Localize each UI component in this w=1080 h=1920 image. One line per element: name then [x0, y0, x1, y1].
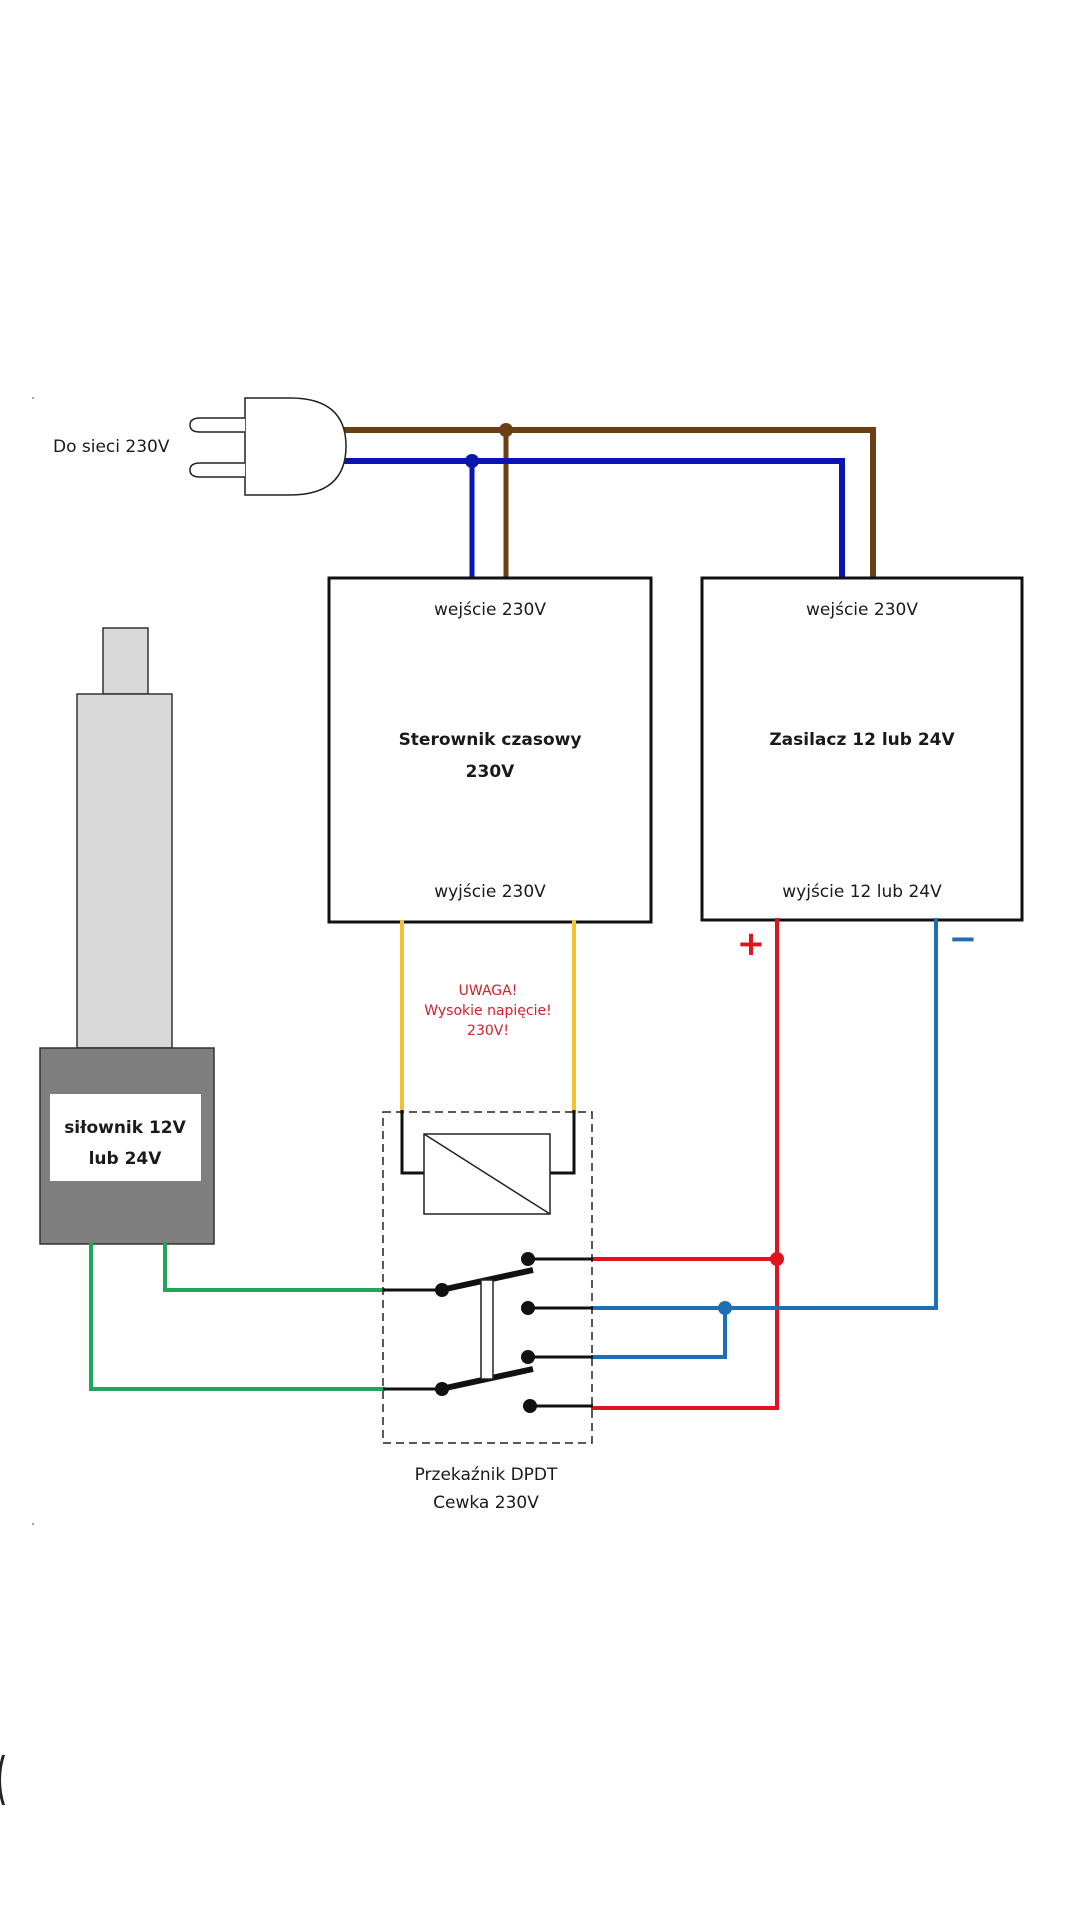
psu-input-label: wejście 230V — [806, 600, 918, 620]
no-contact-1 — [521, 1252, 535, 1266]
nc-contact-2 — [523, 1399, 537, 1413]
warning-line1: UWAGA! — [459, 983, 518, 999]
motor-wire-1 — [163, 1242, 385, 1292]
relay-dashed-outline — [382, 1111, 593, 1444]
mechanical-link — [480, 1279, 494, 1380]
timer-input-label: wejście 230V — [434, 600, 546, 620]
negative-wire-blue-branch — [591, 1306, 727, 1359]
plug-label: Do sieci 230V — [53, 437, 170, 457]
warning-line2: Wysokie napięcie! — [424, 1003, 551, 1019]
relay-label-line1: Przekaźnik DPDT — [415, 1465, 558, 1485]
relay-label-line2: Cewka 230V — [433, 1493, 539, 1513]
live-wire-brown — [340, 427, 876, 581]
live-junction — [499, 423, 513, 437]
psu-title: Zasilacz 12 lub 24V — [769, 730, 955, 750]
actuator-label-line2: lub 24V — [89, 1149, 163, 1169]
mains-wires — [340, 423, 876, 581]
edge-bracket-icon — [0, 1755, 5, 1805]
actuator: siłownik 12V lub 24V — [39, 627, 215, 1245]
psu-output-label: wyjście 12 lub 24V — [782, 882, 942, 902]
edge-dot-top — [32, 397, 34, 399]
mains-plug-icon — [189, 397, 347, 496]
power-supply-box — [700, 576, 1024, 922]
coil-lead-right — [550, 1110, 576, 1175]
warning-line3: 230V! — [467, 1023, 509, 1039]
minus-symbol: − — [949, 919, 978, 959]
timer-output-label: wyjście 230V — [434, 882, 546, 902]
neutral-wire-blue — [340, 458, 845, 581]
motor-wire-2 — [89, 1242, 385, 1391]
actuator-label-line1: siłownik 12V — [64, 1118, 186, 1138]
relay — [382, 1110, 593, 1444]
actuator-label-plate — [50, 1094, 201, 1181]
motor-wires — [89, 1242, 385, 1391]
timer-title-line2: 230V — [466, 762, 515, 782]
actuator-rod — [76, 693, 173, 1049]
nc-contact-1 — [521, 1301, 535, 1315]
common-contact-2 — [435, 1382, 449, 1396]
coil-lead-left — [400, 1110, 424, 1175]
timer-controller-box — [327, 576, 653, 924]
timer-controller: wejście 230V Sterownik czasowy 230V wyjś… — [327, 576, 653, 924]
relay-coil-icon — [423, 1133, 551, 1215]
coil-wires — [400, 920, 576, 1114]
no-contact-2 — [521, 1350, 535, 1364]
actuator-rod-tip — [102, 627, 149, 695]
negative-junction — [718, 1301, 732, 1315]
power-supply: wejście 230V Zasilacz 12 lub 24V wyjście… — [700, 576, 1024, 922]
negative-wire-blue — [591, 918, 938, 1310]
positive-junction — [770, 1252, 784, 1266]
neutral-junction — [465, 454, 479, 468]
edge-dot-bottom — [32, 1523, 34, 1525]
timer-title-line1: Sterownik czasowy — [399, 730, 582, 750]
plus-symbol: + — [737, 924, 766, 964]
psu-output-wires — [591, 918, 938, 1410]
positive-wire-red — [591, 918, 779, 1410]
common-contact-1 — [435, 1283, 449, 1297]
